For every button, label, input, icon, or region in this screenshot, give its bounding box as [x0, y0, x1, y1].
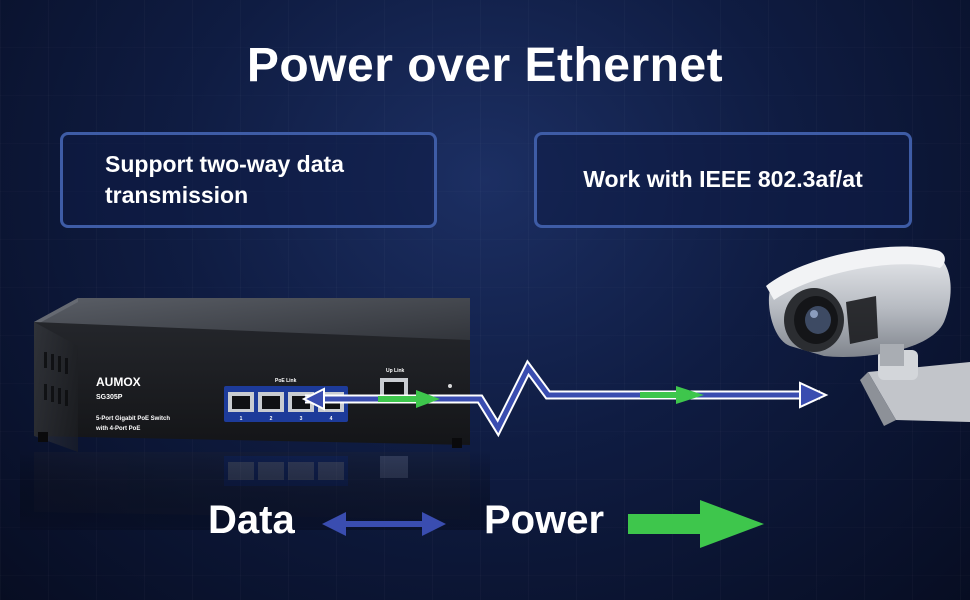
power-legend-arrow	[628, 500, 764, 548]
up-link-label: Up Link	[386, 368, 405, 374]
feature-text-ieee-standard: Work with IEEE 802.3af/at	[583, 166, 863, 193]
feature-box-ieee-standard: Work with IEEE 802.3af/at	[534, 132, 912, 228]
poe-connection-line	[301, 359, 829, 438]
ethernet-port-2[interactable]	[258, 392, 284, 412]
feature-box-two-way-data: Support two-way data transmission	[60, 132, 437, 228]
device-description-line1: 5-Port Gigabit PoE Switch	[96, 416, 170, 422]
port-label-1: 1	[240, 416, 243, 422]
legend-data-label: Data	[208, 498, 295, 542]
legend-power-label: Power	[484, 498, 605, 542]
network-switch-icon: AUMOX SG305P 5-Port Gigabit PoE Switch w…	[34, 298, 470, 452]
port-label-4: 4	[330, 416, 333, 422]
security-camera-icon	[766, 246, 970, 426]
poe-link-label: PoE Link	[275, 378, 297, 384]
device-model: SG305P	[96, 394, 123, 401]
feature-text-two-way-data: Support two-way data transmission	[105, 150, 344, 208]
port-label-2: 2	[270, 416, 273, 422]
page-title: Power over Ethernet	[246, 39, 724, 92]
port-label-3: 3	[300, 416, 303, 422]
data-legend-arrow	[322, 512, 446, 536]
device-brand: AUMOX	[96, 375, 141, 389]
power-led	[448, 384, 452, 388]
ethernet-port-1[interactable]	[228, 392, 254, 412]
device-description-line2: with 4-Port PoE	[95, 426, 140, 432]
